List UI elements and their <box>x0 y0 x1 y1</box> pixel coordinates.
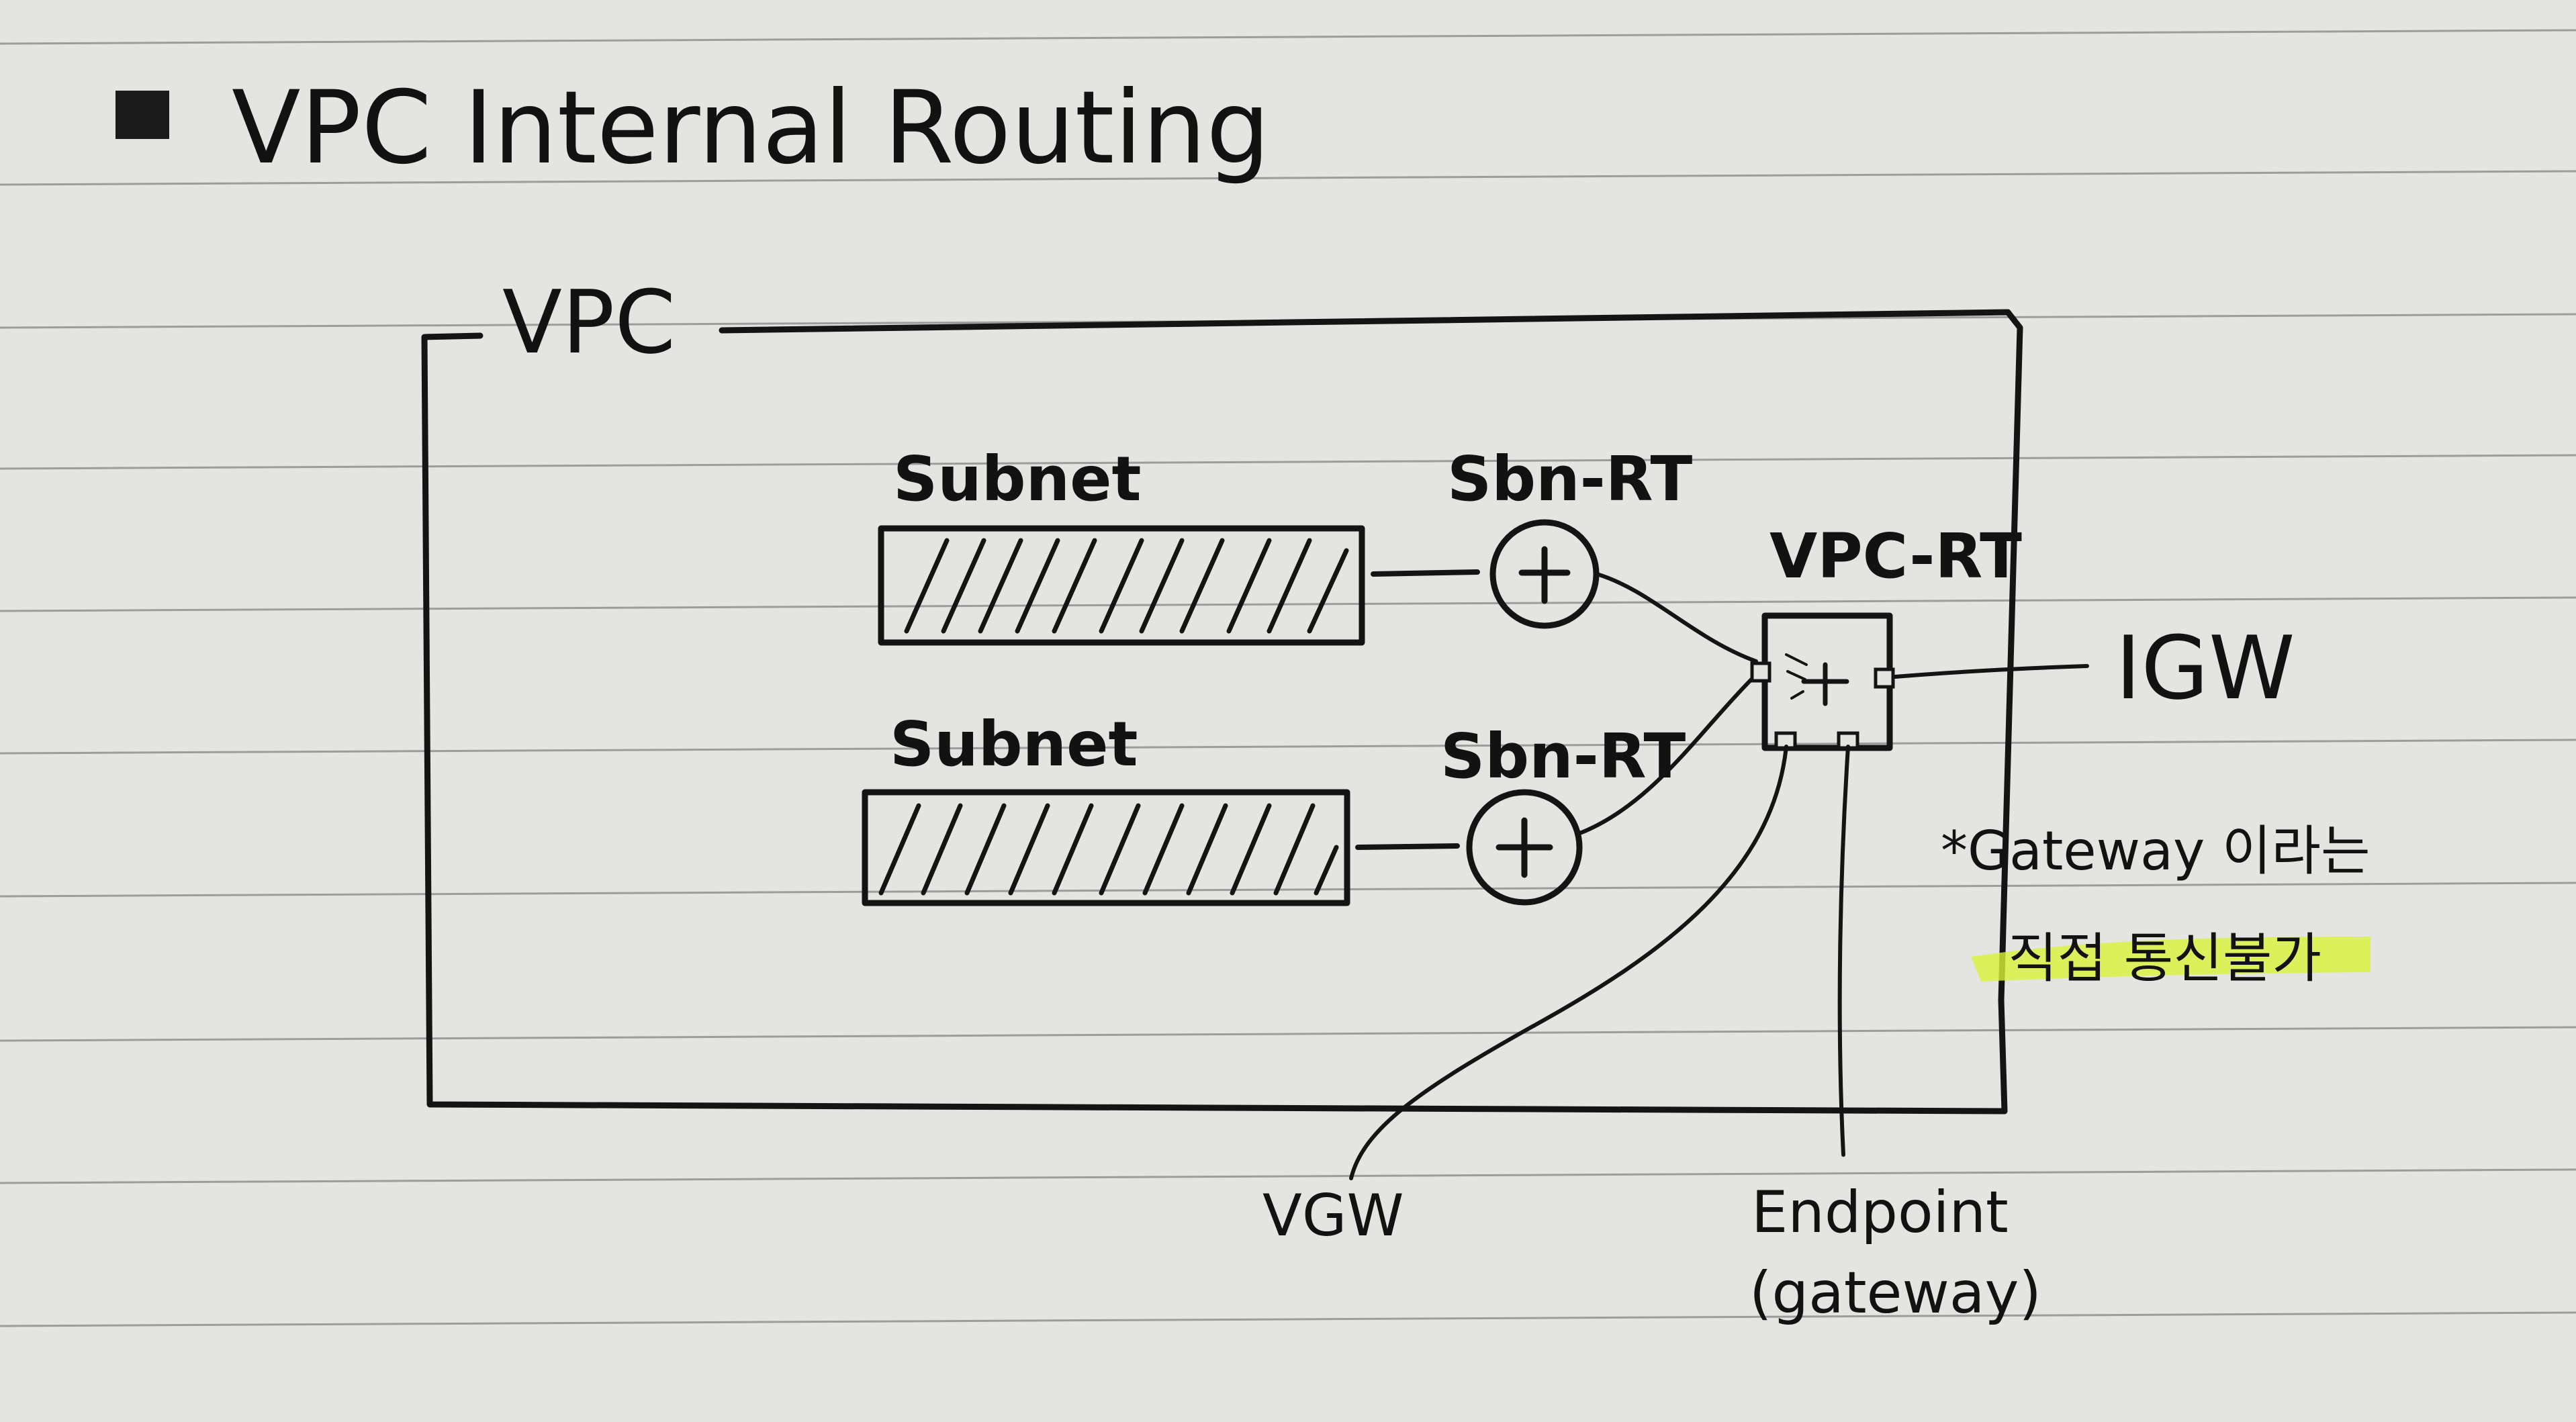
subnet-2-hatching <box>878 803 1339 896</box>
ruled-line <box>0 596 2576 612</box>
note-line-1: *Gateway 이라는 <box>1941 820 2371 882</box>
ruled-line <box>0 739 2576 755</box>
igw-label: IGW <box>2115 617 2295 719</box>
ruled-line <box>0 882 2576 898</box>
ruled-line <box>0 1026 2576 1042</box>
ruled-line <box>0 29 2576 45</box>
subnet-1-hatching <box>904 538 1349 634</box>
subnet-1-box <box>878 525 1365 646</box>
igw-group: IGW <box>1893 617 2295 719</box>
ruled-line <box>0 454 2576 470</box>
gateway-note: *Gateway 이라는 직접 통신불가 <box>1941 820 2371 990</box>
vpc-router-label: VPC-RT <box>1769 520 2022 592</box>
vgw-label: VGW <box>1262 1182 1404 1249</box>
vpc-container: VPC <box>421 271 2023 1115</box>
vpc-label: VPC <box>502 271 676 373</box>
subnet-2-route-table-icon <box>1466 789 1583 906</box>
highlighter-stroke <box>1971 937 2371 982</box>
checkbox-icon <box>116 91 169 139</box>
vgw-group: VGW <box>1262 745 1788 1249</box>
subnet-1-label: Subnet <box>893 443 1141 515</box>
endpoint-group: Endpoint (gateway) <box>1749 745 2041 1327</box>
subnet-1-route-table-label: Sbn-RT <box>1447 443 1693 515</box>
endpoint-sub-label: (gateway) <box>1749 1260 2041 1327</box>
subnet-1: Subnet Sbn-RT <box>878 443 1758 663</box>
ruled-line <box>0 1168 2576 1184</box>
subnet-2-label: Subnet <box>890 708 1138 780</box>
subnet-2-box <box>862 789 1350 906</box>
ruled-line <box>0 1311 2576 1327</box>
page-title: VPC Internal Routing <box>232 70 1270 187</box>
note-line-2: 직접 통신불가 <box>2008 927 2321 990</box>
router-port-right <box>1874 667 1895 689</box>
subnet-2-route-table-label: Sbn-RT <box>1440 720 1686 792</box>
router-port-left <box>1750 661 1772 683</box>
subnet-2: Subnet Sbn-RT <box>862 676 1755 906</box>
vpc-router: VPC-RT <box>1750 520 2022 751</box>
ruled-line <box>0 170 2576 186</box>
endpoint-label: Endpoint <box>1751 1179 2009 1246</box>
title-group: VPC Internal Routing <box>116 70 1270 187</box>
